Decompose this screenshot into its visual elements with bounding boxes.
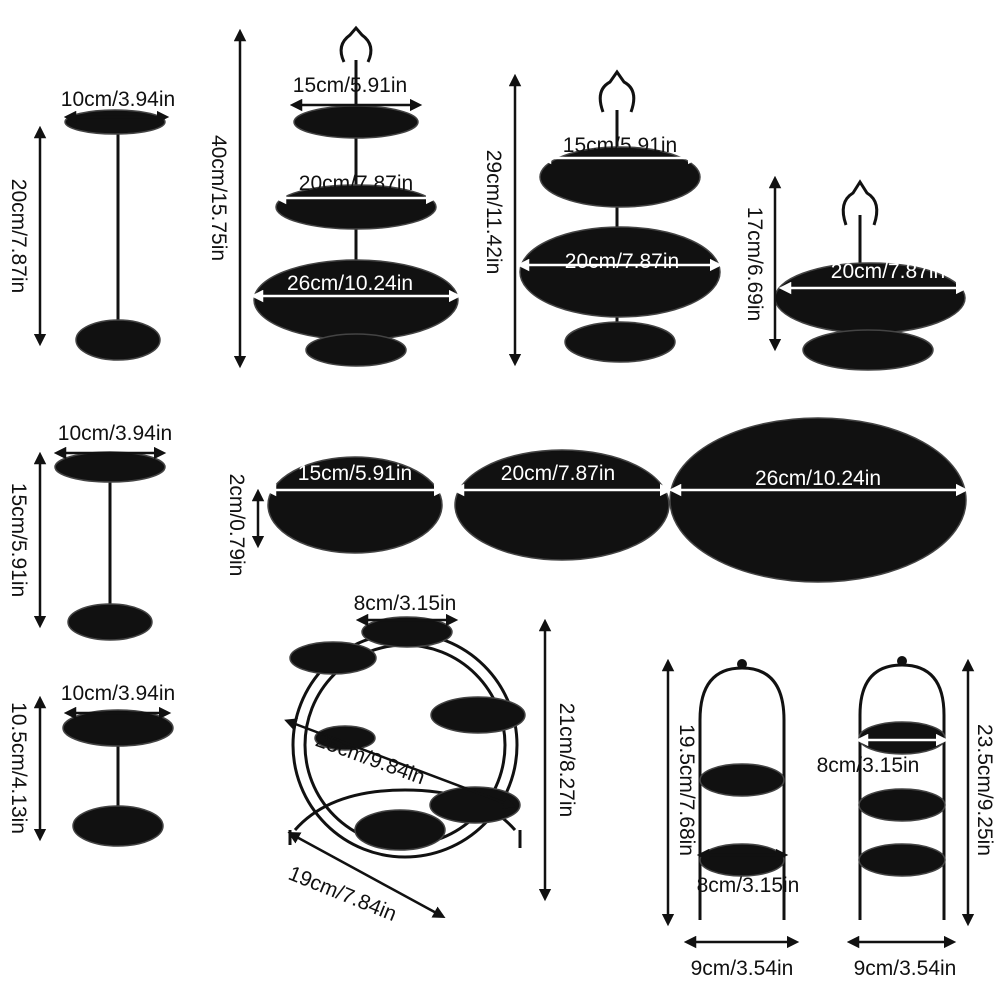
- small-stand-20cm: 10cm/3.94in 20cm/7.87in: [7, 88, 175, 361]
- top-tier-label: 15cm/5.91in: [563, 134, 677, 157]
- plates-set: 15cm/5.91in 20cm/7.87in 26cm/10.24in 2cm…: [225, 417, 969, 583]
- width-label: 10cm/3.94in: [61, 88, 175, 111]
- height-label: 19.5cm/7.68in: [675, 724, 698, 856]
- width-label: 10cm/3.94in: [61, 682, 175, 705]
- one-tier-stand: 20cm/7.87in 17cm/6.69in: [743, 175, 969, 371]
- three-tier-stand: 15cm/5.91in 20cm/7.87in 26cm/10.24in 40c…: [207, 25, 462, 369]
- height-label: 15cm/5.91in: [7, 483, 30, 597]
- height-label: 40cm/15.75in: [207, 135, 230, 261]
- middle-tier-label: 20cm/7.87in: [299, 172, 413, 195]
- large-plate-label: 26cm/10.24in: [755, 467, 881, 490]
- bottom-tier-label: 26cm/10.24in: [287, 272, 413, 295]
- small-stand-10cm: 10cm/3.94in 10.5cm/4.13in: [7, 682, 175, 847]
- plate-label: 8cm/3.15in: [354, 592, 457, 615]
- top-tier-label: 15cm/5.91in: [293, 74, 407, 97]
- height-label: 21cm/8.27in: [555, 703, 578, 817]
- height-label: 23.5cm/9.25in: [973, 724, 996, 856]
- depth-label: 2cm/0.79in: [225, 474, 248, 577]
- arch-two-tier-stand: 8cm/3.15in 9cm/3.54in 19.5cm/7.68in: [661, 658, 800, 980]
- medium-plate-label: 20cm/7.87in: [501, 462, 615, 485]
- height-label: 17cm/6.69in: [743, 207, 766, 321]
- plate-label: 8cm/3.15in: [817, 754, 920, 777]
- height-label: 20cm/7.87in: [7, 179, 30, 293]
- handle-icon: [339, 25, 373, 63]
- small-plate-label: 15cm/5.91in: [298, 462, 412, 485]
- two-tier-stand: 15cm/5.91in 20cm/7.87in 29cm/11.42in: [482, 69, 723, 367]
- base-label: 19cm/7.84in: [285, 862, 400, 926]
- base-label: 9cm/3.54in: [691, 957, 794, 980]
- width-label: 10cm/3.94in: [58, 422, 172, 445]
- bottom-tier-label: 20cm/7.87in: [565, 250, 679, 273]
- handle-icon: [598, 69, 636, 113]
- handle-icon: [841, 179, 879, 226]
- height-label: 10.5cm/4.13in: [7, 702, 30, 834]
- width-label: 20cm/7.87in: [831, 260, 945, 283]
- small-stand-15cm: 10cm/3.94in 15cm/5.91in: [7, 422, 172, 641]
- arch-three-tier-stand: 8cm/3.15in 9cm/3.54in 23.5cm/9.25in: [817, 656, 996, 980]
- height-label: 29cm/11.42in: [482, 150, 505, 275]
- plate-label: 8cm/3.15in: [697, 874, 800, 897]
- ferris-wheel-stand: 8cm/3.15in 25cm/9.84in 19cm/7.84in 21cm/…: [284, 592, 578, 926]
- base-label: 9cm/3.54in: [854, 957, 957, 980]
